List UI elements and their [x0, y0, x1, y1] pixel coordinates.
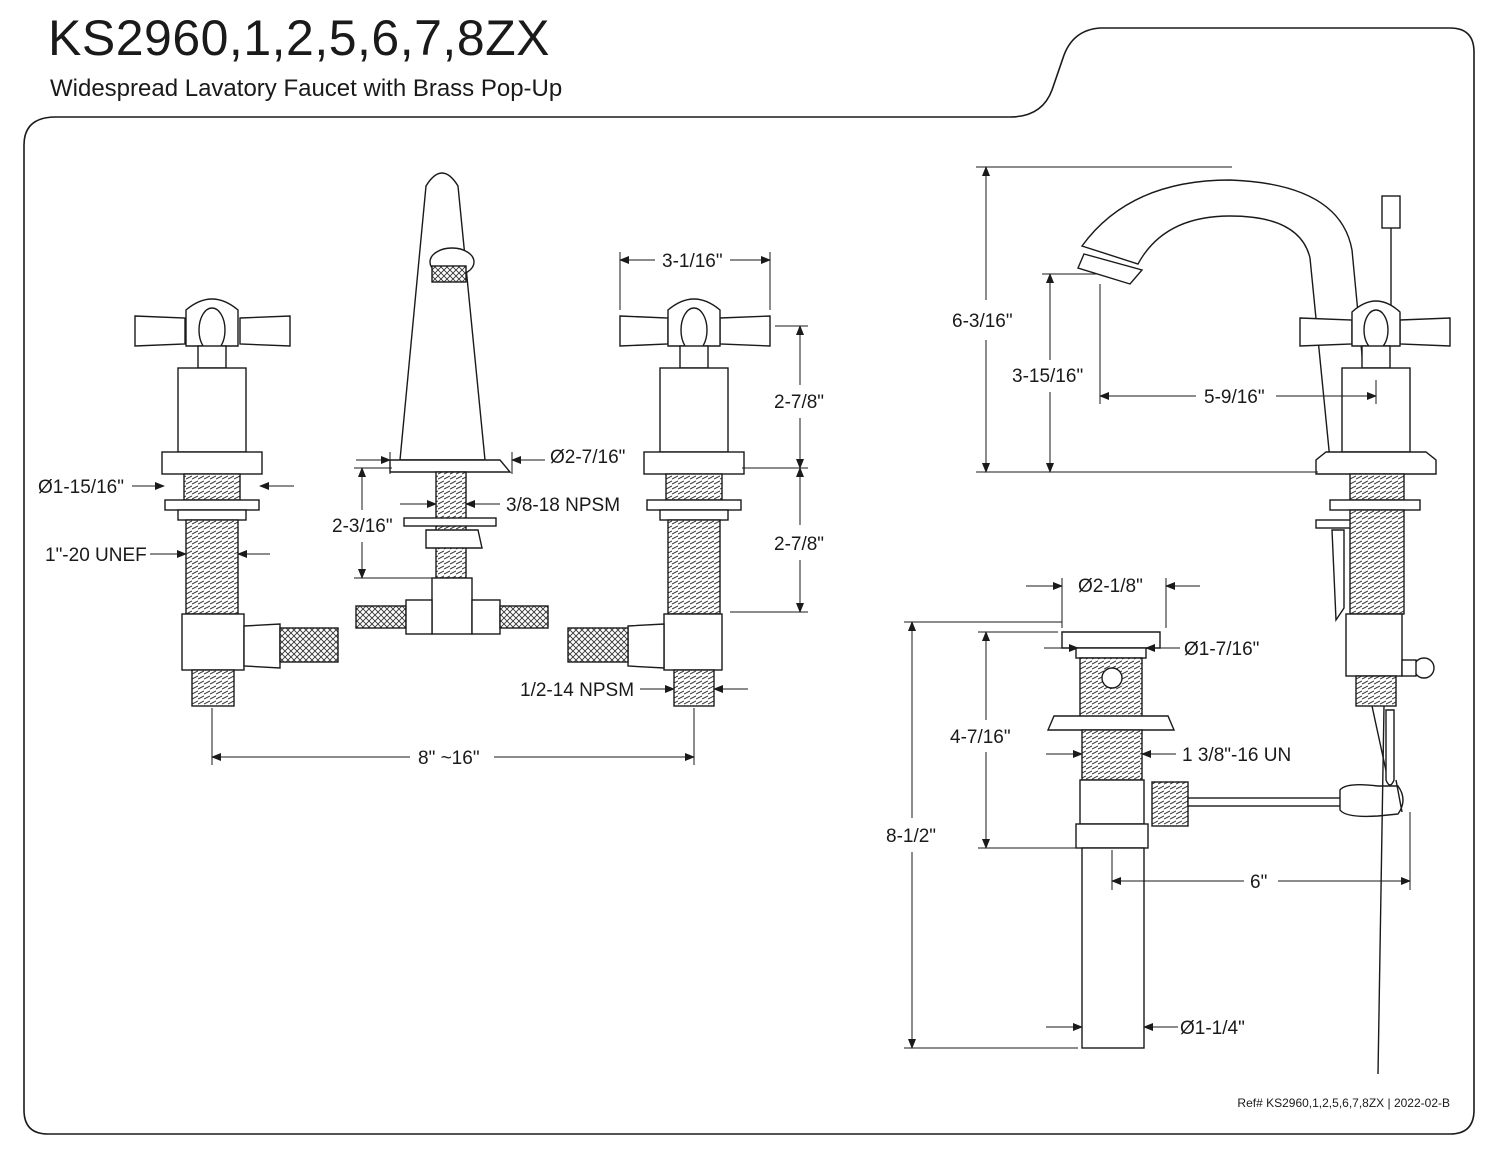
dim-reach: 5-9/16" [1204, 387, 1265, 408]
page-subtitle: Widespread Lavatory Faucet with Brass Po… [50, 75, 563, 102]
dim-inlet-thread: 1/2-14 NPSM [520, 680, 634, 701]
dim-drain-thread: 1 3/8"-16 UN [1182, 745, 1291, 766]
dim-shank-length: 2-7/8" [774, 534, 824, 555]
dim-flange-dia: Ø1-15/16" [38, 477, 124, 498]
side-faucet [1077, 179, 1451, 786]
dim-total-height: 6-3/16" [952, 311, 1013, 332]
lift-rod [1377, 705, 1385, 1075]
dim-handle-width: 3-1/16" [662, 251, 723, 272]
dim-handle-height: 2-7/8" [774, 392, 824, 413]
right-valve [567, 298, 771, 707]
dim-drain-overall: 8-1/2" [886, 826, 936, 847]
reference-note: Ref# KS2960,1,2,5,6,7,8ZX | 2022-02-B [1237, 1096, 1450, 1110]
dim-spread: 8" ~16" [418, 748, 480, 769]
page-title: KS2960,1,2,5,6,7,8ZX [48, 10, 551, 66]
dim-spout-base: Ø2-7/16" [550, 447, 625, 468]
popup-drain [1046, 631, 1404, 1049]
left-valve [134, 298, 339, 707]
dim-spout-shank: 2-3/16" [332, 516, 393, 537]
spout-front [355, 172, 549, 635]
dim-drain-body: Ø1-7/16" [1184, 639, 1259, 660]
dim-valve-thread: 1"-20 UNEF [45, 545, 147, 566]
dim-drain-tail: Ø1-1/4" [1180, 1018, 1245, 1039]
dim-aerator-height: 3-15/16" [1012, 366, 1083, 387]
dim-drain-flange: Ø2-1/8" [1078, 576, 1143, 597]
page-frame [23, 27, 1475, 1135]
dim-drain-body-length: 4-7/16" [950, 727, 1011, 748]
dim-drain-rod: 6" [1250, 872, 1267, 893]
dim-spout-thread: 3/8-18 NPSM [506, 495, 620, 516]
